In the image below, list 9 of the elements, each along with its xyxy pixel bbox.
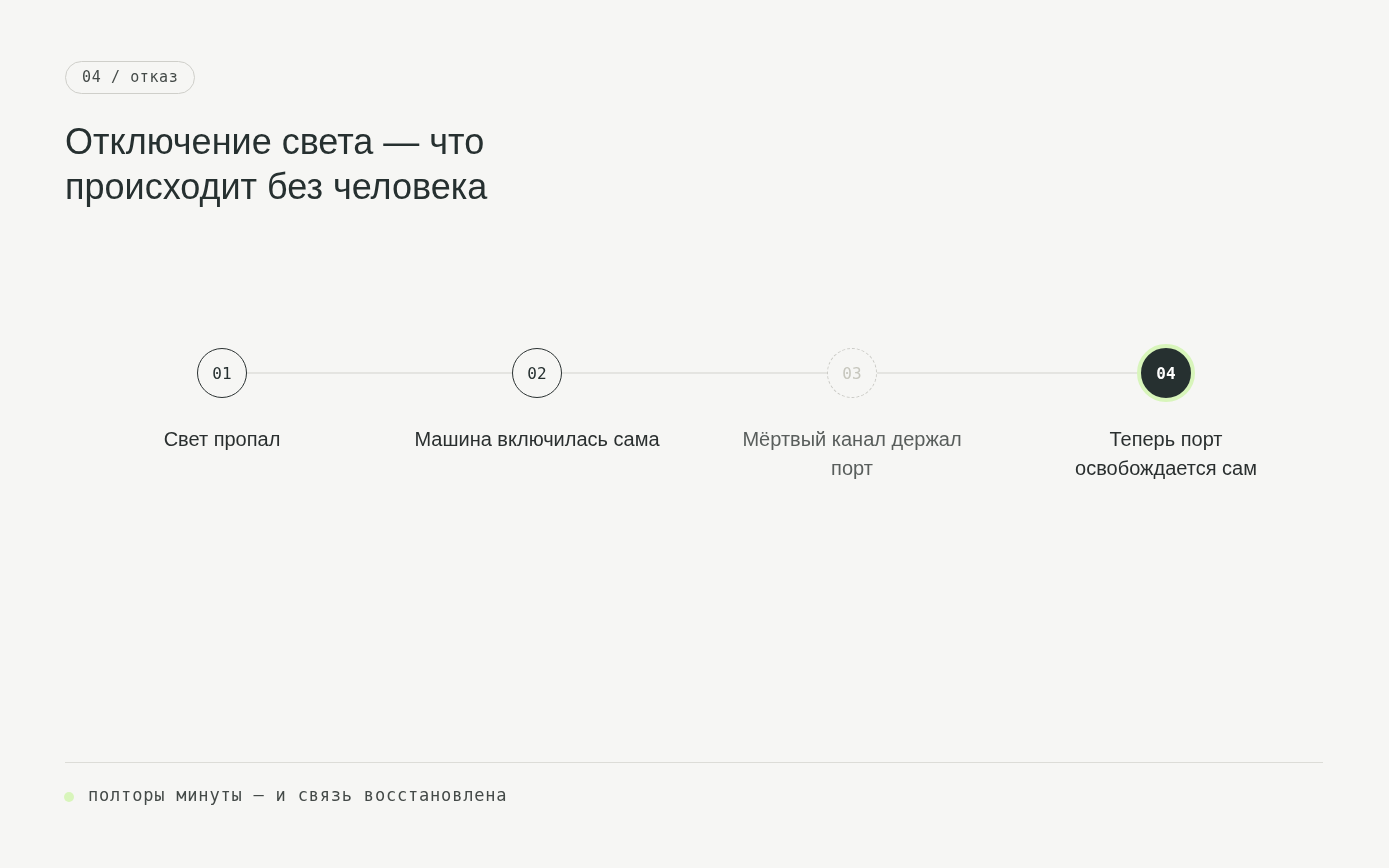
step-circle: 02 xyxy=(512,348,562,398)
title: Отключение света — что происходит без человека xyxy=(65,120,489,209)
step-label: Мёртвый канал держал порт xyxy=(741,427,963,481)
current-step-circle: 04 xyxy=(1137,344,1195,402)
step-circle: 01 xyxy=(197,348,247,398)
footer-note: полторы минуты — и связь восстановлена xyxy=(88,785,508,805)
step-label: Свет пропал xyxy=(162,427,282,452)
step-label: Машина включилась сама xyxy=(413,427,661,452)
step-label: Теперь порт освобождается сам xyxy=(1074,427,1258,481)
